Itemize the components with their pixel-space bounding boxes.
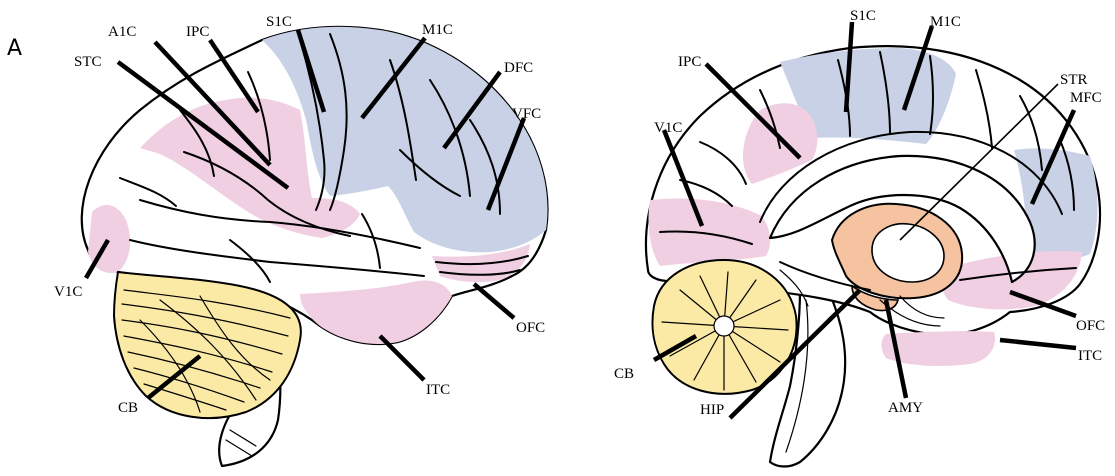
label-v1c: V1C xyxy=(54,284,82,300)
label-s1c: S1C xyxy=(266,14,292,30)
label-medial-itc: ITC xyxy=(1078,348,1102,364)
label-medial-hip: HIP xyxy=(700,402,724,418)
label-ofc: OFC xyxy=(516,320,545,336)
lateral-brain-view: A1C IPC S1C M1C STC DFC VFC V1C OFC ITC … xyxy=(54,14,548,466)
label-m1c: M1C xyxy=(422,22,453,38)
label-medial-cb: CB xyxy=(614,366,634,382)
medial-brain-view: S1C M1C IPC STR MFC V1C CB OFC ITC HIP A… xyxy=(614,8,1105,467)
label-medial-str: STR xyxy=(1060,72,1088,88)
panel-label: A xyxy=(7,36,22,61)
label-medial-m1c: M1C xyxy=(930,14,961,30)
label-medial-s1c: S1C xyxy=(850,8,876,24)
label-vfc: VFC xyxy=(512,106,541,122)
label-medial-ofc: OFC xyxy=(1076,318,1105,334)
label-a1c: A1C xyxy=(108,24,136,40)
label-medial-ipc: IPC xyxy=(678,54,701,70)
label-cb: CB xyxy=(118,400,138,416)
label-medial-mfc: MFC xyxy=(1070,90,1102,106)
label-stc: STC xyxy=(74,54,102,70)
label-dfc: DFC xyxy=(504,60,533,76)
label-itc: ITC xyxy=(426,382,450,398)
label-ipc: IPC xyxy=(186,24,209,40)
label-medial-amy: AMY xyxy=(888,400,923,416)
label-medial-v1c: V1C xyxy=(654,120,682,136)
